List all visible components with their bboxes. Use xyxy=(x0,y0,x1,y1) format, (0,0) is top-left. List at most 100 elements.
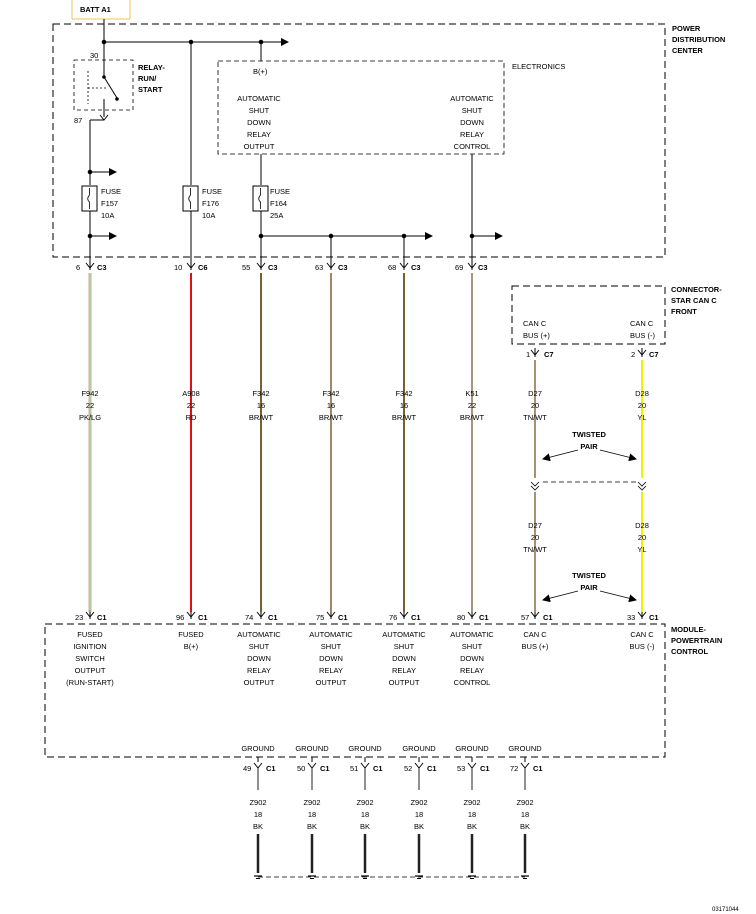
svg-text:POWER: POWER xyxy=(672,24,701,33)
svg-text:DOWN: DOWN xyxy=(392,654,416,663)
svg-text:FUSED: FUSED xyxy=(178,630,204,639)
wire-d28-break-1 xyxy=(637,481,647,487)
svg-text:49: 49 xyxy=(243,764,251,773)
svg-text:DOWN: DOWN xyxy=(460,118,484,127)
svg-text:BUS (+): BUS (+) xyxy=(523,331,550,340)
svg-text:GROUND: GROUND xyxy=(402,744,436,753)
fuse-f164: FUSE F164 25A xyxy=(252,185,290,220)
twisted-pair-1: TWISTED PAIR xyxy=(542,430,637,483)
svg-text:FUSE: FUSE xyxy=(202,187,222,196)
asd-control-label: AUTOMATIC SHUT DOWN RELAY CONTROL xyxy=(450,94,494,151)
star-connector-label: CONNECTOR- STAR CAN C FRONT CAN C BUS (+… xyxy=(523,285,722,359)
relay-run-start: 30 RELAY- RUN/ START 87 xyxy=(73,51,165,125)
svg-text:75: 75 xyxy=(316,613,324,622)
svg-text:C1: C1 xyxy=(320,764,330,773)
svg-text:68: 68 xyxy=(388,263,396,272)
svg-text:A908: A908 xyxy=(182,389,200,398)
svg-text:GROUND: GROUND xyxy=(508,744,542,753)
svg-text:DOWN: DOWN xyxy=(319,654,343,663)
svg-text:BK: BK xyxy=(253,822,263,831)
wires-layer xyxy=(85,261,647,619)
svg-text:20: 20 xyxy=(638,401,646,410)
svg-text:SHUT: SHUT xyxy=(462,642,483,651)
svg-text:CAN C: CAN C xyxy=(523,319,547,328)
svg-text:6: 6 xyxy=(76,263,80,272)
fuse-outputs xyxy=(87,211,433,262)
svg-text:C7: C7 xyxy=(544,350,554,359)
svg-text:23: 23 xyxy=(75,613,83,622)
svg-text:C3: C3 xyxy=(268,263,278,272)
svg-text:(RUN-START): (RUN-START) xyxy=(66,678,114,687)
svg-text:RELAY: RELAY xyxy=(460,130,484,139)
svg-text:CONTROL: CONTROL xyxy=(671,647,708,656)
twisted-pair-2: TWISTED PAIR xyxy=(542,571,637,603)
svg-text:74: 74 xyxy=(245,613,253,622)
svg-text:RELAY: RELAY xyxy=(392,666,416,675)
svg-text:TN/WT: TN/WT xyxy=(523,545,547,554)
svg-text:10A: 10A xyxy=(101,211,114,220)
svg-text:96: 96 xyxy=(176,613,184,622)
svg-text:C7: C7 xyxy=(649,350,659,359)
svg-text:BUS (-): BUS (-) xyxy=(630,331,656,340)
svg-text:C3: C3 xyxy=(338,263,348,272)
svg-text:C1: C1 xyxy=(198,613,208,622)
svg-text:63: 63 xyxy=(315,263,323,272)
svg-text:BR/WT: BR/WT xyxy=(392,413,417,422)
svg-text:SWITCH: SWITCH xyxy=(75,654,105,663)
svg-text:18: 18 xyxy=(308,810,316,819)
fuse-f176: FUSE F176 10A xyxy=(182,185,222,220)
svg-text:STAR CAN C: STAR CAN C xyxy=(671,296,717,305)
svg-text:MODULE-: MODULE- xyxy=(671,625,706,634)
svg-text:FUSED: FUSED xyxy=(77,630,103,639)
svg-text:18: 18 xyxy=(254,810,262,819)
svg-text:OUTPUT: OUTPUT xyxy=(389,678,420,687)
ground-fork-3 xyxy=(414,762,424,769)
svg-text:BK: BK xyxy=(520,822,530,831)
svg-text:C3: C3 xyxy=(478,263,488,272)
svg-text:RELAY-: RELAY- xyxy=(138,63,165,72)
svg-text:AUTOMATIC: AUTOMATIC xyxy=(237,94,281,103)
svg-text:F164: F164 xyxy=(270,199,287,208)
svg-text:CONTROL: CONTROL xyxy=(454,142,491,151)
svg-text:K51: K51 xyxy=(465,389,478,398)
svg-text:Z902: Z902 xyxy=(463,798,480,807)
svg-text:YL: YL xyxy=(637,413,646,422)
svg-text:PK/LG: PK/LG xyxy=(79,413,101,422)
svg-text:Z902: Z902 xyxy=(249,798,266,807)
ground-fork-2 xyxy=(360,762,370,769)
svg-text:51: 51 xyxy=(350,764,358,773)
svg-text:22: 22 xyxy=(187,401,195,410)
svg-text:C1: C1 xyxy=(533,764,543,773)
svg-text:F157: F157 xyxy=(101,199,118,208)
svg-text:Z902: Z902 xyxy=(303,798,320,807)
svg-text:FUSE: FUSE xyxy=(101,187,121,196)
svg-text:C1: C1 xyxy=(543,613,553,622)
svg-text:18: 18 xyxy=(415,810,423,819)
svg-text:TWISTED: TWISTED xyxy=(572,430,606,439)
svg-text:76: 76 xyxy=(389,613,397,622)
svg-text:SHUT: SHUT xyxy=(321,642,342,651)
svg-text:GROUND: GROUND xyxy=(295,744,329,753)
svg-text:C1: C1 xyxy=(268,613,278,622)
svg-text:AUTOMATIC: AUTOMATIC xyxy=(309,630,353,639)
svg-text:PAIR: PAIR xyxy=(580,583,598,592)
svg-text:TWISTED: TWISTED xyxy=(572,571,606,580)
svg-text:16: 16 xyxy=(400,401,408,410)
svg-text:CENTER: CENTER xyxy=(672,46,703,55)
svg-text:CAN C: CAN C xyxy=(630,630,654,639)
svg-text:33: 33 xyxy=(627,613,635,622)
svg-text:BUS (+): BUS (+) xyxy=(522,642,549,651)
svg-text:C3: C3 xyxy=(411,263,421,272)
wire-d27-break-2 xyxy=(530,485,540,491)
